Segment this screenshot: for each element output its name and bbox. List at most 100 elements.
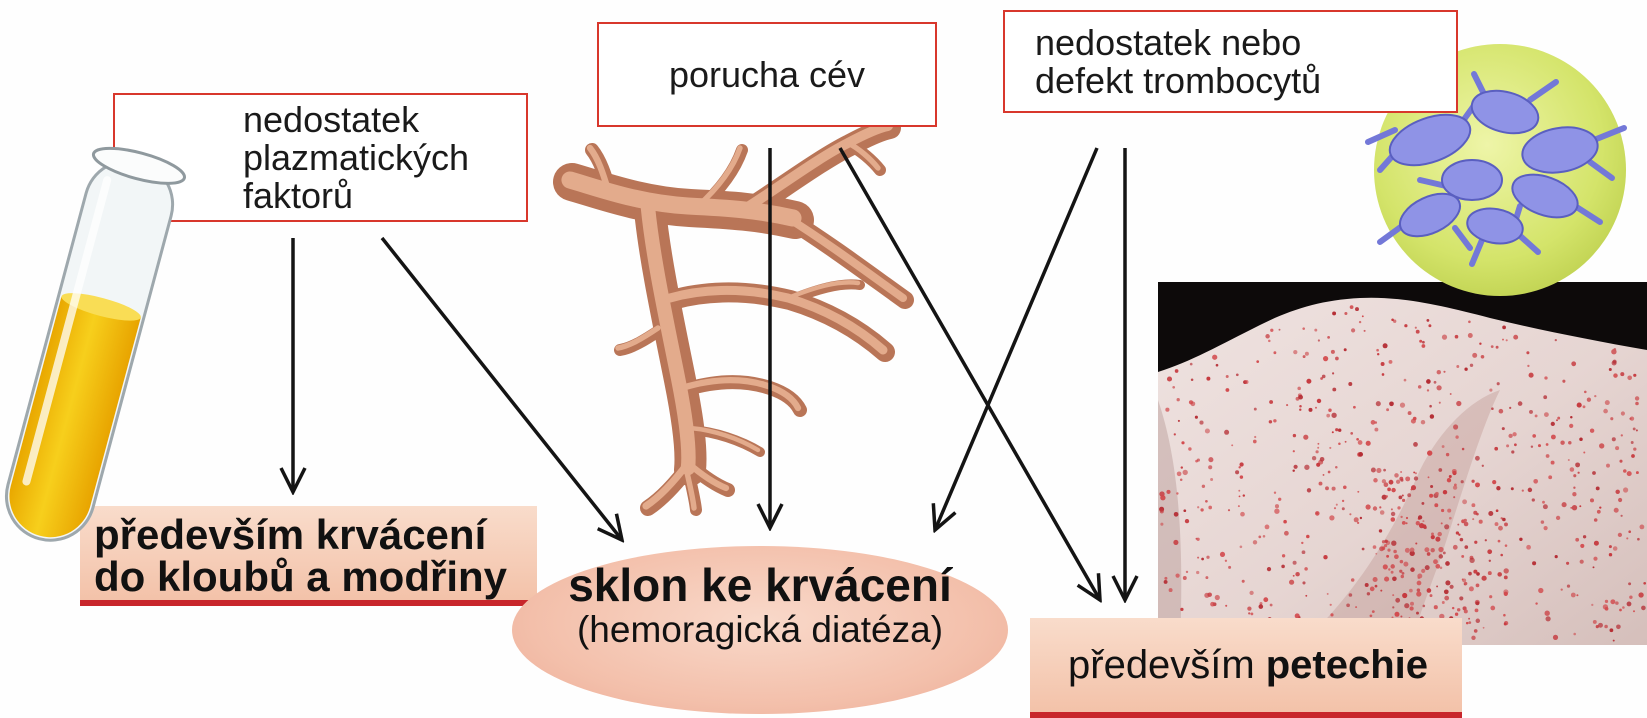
petechia-dot <box>1293 350 1297 354</box>
petechia-dot <box>1315 511 1320 516</box>
petechia-dot <box>1596 625 1599 628</box>
petechia-dot <box>1422 524 1426 528</box>
petechia-dot <box>1511 450 1514 453</box>
petechia-dot <box>1392 606 1394 608</box>
petechia-dot <box>1452 607 1454 609</box>
petechia-dot <box>1615 601 1619 605</box>
petechia-dot <box>1568 459 1570 461</box>
petechia-dot <box>1431 548 1435 552</box>
petechia-dot <box>1496 346 1499 349</box>
petechia-dot <box>1434 605 1438 609</box>
petechia-dot <box>1231 444 1233 446</box>
petechia-dot <box>1441 509 1444 512</box>
petechia-dot <box>1166 490 1170 494</box>
petechia-dot <box>1496 486 1500 490</box>
petechia-dot <box>1344 348 1347 351</box>
petechia-dot <box>1413 417 1417 421</box>
petechia-dot <box>1444 589 1449 594</box>
petechia-dot <box>1544 526 1548 530</box>
petechia-dot <box>1181 441 1184 444</box>
petechia-dot <box>1394 554 1399 559</box>
petechia-dot <box>1442 335 1447 340</box>
petechia-dot <box>1304 567 1308 571</box>
petechia-dot <box>1342 500 1344 502</box>
petechia-dot <box>1351 578 1355 582</box>
petechia-dot <box>1405 476 1410 481</box>
petechia-dot <box>1590 498 1594 502</box>
petechia-dot <box>1464 368 1467 371</box>
petechia-dot <box>1430 485 1433 488</box>
petechia-dot <box>1173 540 1178 545</box>
cause-label-line: porucha cév <box>669 56 865 94</box>
petechia-dot <box>1475 608 1479 612</box>
petechia-dot <box>1225 560 1227 562</box>
petechia-dot <box>1389 401 1394 406</box>
petechia-dot <box>1357 522 1359 524</box>
petechia-dot <box>1437 370 1441 374</box>
petechia-dot <box>1455 335 1459 339</box>
petechia-dot <box>1635 396 1639 400</box>
petechia-dot <box>1453 496 1455 498</box>
petechia-dot <box>1407 493 1411 497</box>
petechia-dot <box>1519 538 1522 541</box>
petechia-dot <box>1349 593 1353 597</box>
outcome-emphasis: petechie <box>1266 643 1428 688</box>
petechia-dot <box>1631 441 1634 444</box>
petechia-dot <box>1282 554 1285 557</box>
petechia-dot <box>1362 548 1365 551</box>
petechia-dot <box>1380 510 1385 515</box>
petechia-dot <box>1591 604 1593 606</box>
petechia-dot <box>1364 330 1366 332</box>
petechia-dot <box>1215 595 1220 600</box>
petechia-dot <box>1566 562 1569 565</box>
petechia-dot <box>1238 466 1240 468</box>
petechia-dot <box>1390 564 1394 568</box>
petechia-dot <box>1273 419 1276 422</box>
petechia-dot <box>1583 405 1586 408</box>
petechia-dot <box>1365 583 1369 587</box>
petechia-dot <box>1551 461 1555 465</box>
petechia-dot <box>1160 495 1165 500</box>
petechia-dot <box>1400 471 1402 473</box>
petechia-dot <box>1196 571 1199 574</box>
petechia-dot <box>1543 504 1548 509</box>
petechia-dot <box>1317 399 1321 403</box>
petechia-dot <box>1457 524 1459 526</box>
petechia-dot <box>1249 591 1253 595</box>
petechia-dot <box>1177 471 1182 476</box>
petechia-dot <box>1483 627 1485 629</box>
petechia-dot <box>1392 594 1394 596</box>
petechia-dot <box>1265 334 1269 338</box>
petechia-dot <box>1384 544 1387 547</box>
petechia-dot <box>1417 581 1422 586</box>
petechia-dot <box>1263 597 1268 602</box>
petechia-dot <box>1189 400 1193 404</box>
petechia-dot <box>1489 595 1492 598</box>
petechia-dot <box>1441 522 1443 524</box>
petechia-dot <box>1408 411 1412 415</box>
petechia-dot <box>1354 517 1359 522</box>
petechia-dot <box>1195 460 1198 463</box>
petechia-dot <box>1206 556 1209 559</box>
blood-vessel-icon <box>570 126 905 510</box>
petechia-dot <box>1479 520 1483 524</box>
petechia-dot <box>1555 339 1557 341</box>
petechia-dot <box>1575 538 1579 542</box>
petechia-dot <box>1615 490 1619 494</box>
petechia-dot <box>1518 401 1523 406</box>
petechia-dot <box>1511 487 1514 490</box>
petechia-dot <box>1183 509 1186 512</box>
petechia-dot <box>1445 580 1450 585</box>
petechia-dot <box>1188 447 1191 450</box>
petechia-dot <box>1609 545 1612 548</box>
petechia-dot <box>1442 445 1445 448</box>
petechia-dot <box>1446 453 1449 456</box>
petechia-dot <box>1620 372 1624 376</box>
petechia-dot <box>1471 636 1475 640</box>
petechia-dot <box>1216 364 1219 367</box>
petechia-dot <box>1389 480 1394 485</box>
petechia-dot <box>1535 602 1537 604</box>
petechia-dot <box>1343 486 1347 490</box>
petechia-dot <box>1532 434 1536 438</box>
petechia-dot <box>1375 553 1377 555</box>
